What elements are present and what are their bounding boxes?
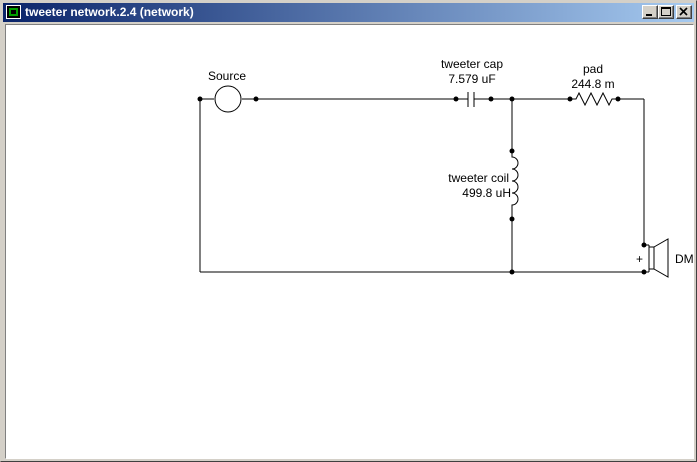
node-dot[interactable] bbox=[509, 269, 515, 275]
node-dot[interactable] bbox=[567, 96, 573, 102]
inductor-symbol[interactable] bbox=[511, 151, 519, 219]
close-icon bbox=[679, 7, 688, 16]
source-symbol[interactable] bbox=[214, 85, 242, 113]
node-dot[interactable] bbox=[197, 96, 203, 102]
source-label: Source bbox=[208, 69, 246, 83]
circuit-diagram: Source tweeter cap 7.579 uF pad 244.8 m … bbox=[197, 57, 693, 278]
node-dot[interactable] bbox=[509, 96, 515, 102]
node-dot[interactable] bbox=[615, 96, 621, 102]
title-bar[interactable]: tweeter network.2.4 (network) bbox=[3, 3, 694, 22]
close-button[interactable] bbox=[676, 5, 692, 19]
schematic-canvas[interactable]: Source tweeter cap 7.579 uF pad 244.8 m … bbox=[5, 24, 694, 459]
app-icon bbox=[6, 5, 22, 20]
maximize-icon bbox=[661, 7, 671, 16]
node-dot[interactable] bbox=[453, 96, 459, 102]
resistor-symbol[interactable] bbox=[570, 91, 618, 107]
capacitor-name: tweeter cap bbox=[441, 57, 503, 71]
node-dot[interactable] bbox=[253, 96, 259, 102]
capacitor-symbol[interactable] bbox=[456, 92, 491, 107]
speaker-polarity: + bbox=[636, 252, 643, 266]
resistor-name: pad bbox=[583, 62, 603, 76]
node-dot[interactable] bbox=[488, 96, 494, 102]
node-dot[interactable] bbox=[509, 216, 515, 222]
resistor-value: 244.8 m bbox=[571, 77, 614, 91]
minimize-button[interactable] bbox=[642, 5, 658, 19]
minimize-icon bbox=[646, 14, 652, 16]
node-dot[interactable] bbox=[509, 148, 515, 154]
junction-dots bbox=[197, 96, 647, 275]
capacitor-value: 7.579 uF bbox=[448, 72, 495, 86]
inductor-value: 499.8 uH bbox=[462, 186, 511, 200]
maximize-button[interactable] bbox=[658, 5, 674, 19]
window-title: tweeter network.2.4 (network) bbox=[25, 5, 194, 19]
speaker-label: DM bbox=[675, 252, 693, 266]
speaker-symbol[interactable] bbox=[648, 238, 669, 278]
inductor-name: tweeter coil bbox=[448, 171, 509, 185]
